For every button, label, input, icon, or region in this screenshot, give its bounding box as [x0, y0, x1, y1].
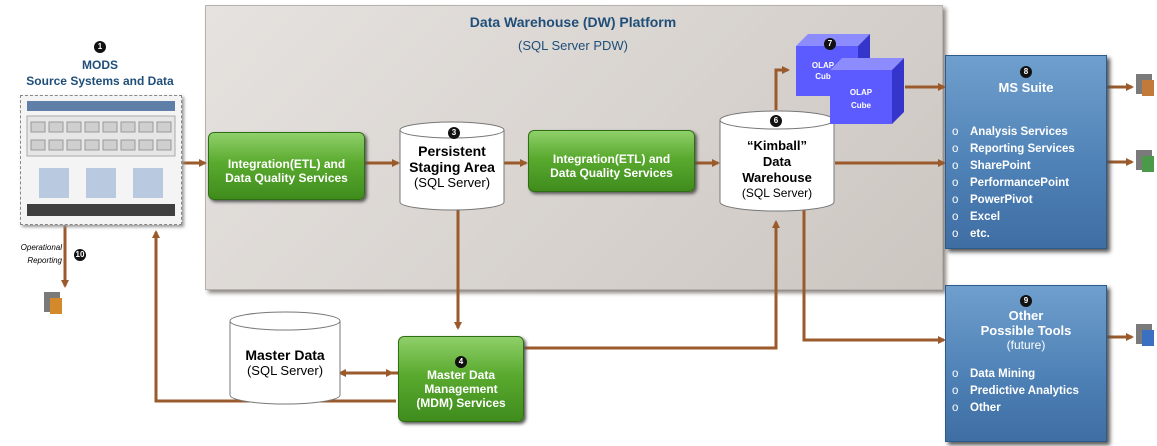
staging-line3: (SQL Server) — [413, 175, 491, 190]
olap-cube-front — [830, 58, 904, 124]
marker-9: 9 — [1020, 295, 1032, 307]
etl2-line1: Integration(ETL) and — [552, 152, 671, 166]
ms-suite-item: Excel — [946, 209, 1106, 226]
warehouse-cylinder — [719, 110, 835, 212]
other-tools-line1: Other — [1008, 308, 1044, 323]
other-tools-line2: Possible Tools — [980, 323, 1072, 338]
mods-system-diagram-icon — [26, 101, 176, 216]
etl1-line1: Integration(ETL) and — [227, 157, 346, 171]
operational-line2: Reporting — [27, 256, 62, 265]
operational-line1: Operational — [20, 243, 62, 252]
ms-suite-title: MS Suite — [998, 80, 1054, 95]
mods-title: MODS — [82, 58, 118, 72]
master-data-cylinder — [229, 311, 341, 405]
etl1-line2: Data Quality Services — [225, 171, 348, 185]
other-tools-list: Data Mining Predictive Analytics Other — [946, 366, 1106, 417]
arrow-warehouse-to-other-tools — [802, 210, 946, 344]
other-tools-line3: (future) — [1006, 338, 1046, 352]
marker-3: 3 — [448, 127, 460, 139]
other-tools-item: Other — [946, 400, 1106, 417]
mods-system-image — [20, 95, 182, 225]
staging-line2: Staging Area — [409, 159, 495, 175]
warehouse-line3: Warehouse — [742, 170, 812, 185]
warehouse-line1: “Kimball” — [747, 138, 807, 153]
report-consumer-icon — [44, 292, 62, 314]
olap-back-label2: Cub — [815, 72, 831, 81]
other-tools-box: 9 Other Possible Tools (future) Data Min… — [945, 285, 1107, 442]
ms-suite-item: PowerPivot — [946, 192, 1106, 209]
master-data-line2: (SQL Server) — [246, 363, 324, 378]
arrow-mdm-to-warehouse — [522, 220, 780, 350]
marker-6: 6 — [770, 115, 782, 127]
marker-4: 4 — [455, 355, 467, 368]
mdm-services: 4 Master Data Management (MDM) Services — [398, 336, 524, 422]
other-tools-item: Data Mining — [946, 366, 1106, 383]
mdm-line1: Master Data — [426, 367, 496, 382]
mdm-line2: Management — [424, 381, 498, 396]
mods-subtitle: Source Systems and Data — [26, 74, 174, 88]
other-tools-consumer-icon — [1136, 324, 1154, 346]
ms-suite-list: Analysis Services Reporting Services Sha… — [946, 124, 1106, 243]
etl-dq-services-1: Integration(ETL) and Data Quality Servic… — [208, 132, 365, 200]
etl-dq-services-2: Integration(ETL) and Data Quality Servic… — [528, 130, 695, 192]
platform-subtitle: (SQL Server PDW) — [517, 38, 629, 53]
olap-front-label1: OLAP — [849, 88, 873, 97]
warehouse-line2: Data — [762, 154, 792, 169]
ms-suite-item: PerformancePoint — [946, 175, 1106, 192]
ms-suite-item: SharePoint — [946, 158, 1106, 175]
master-data-line1: Master Data — [245, 347, 325, 363]
olap-front-label2: Cube — [851, 101, 871, 110]
ms-suite-consumer-icon-1 — [1136, 74, 1154, 96]
ms-suite-item: etc. — [946, 226, 1106, 243]
olap-cubes — [796, 34, 904, 124]
marker-7: 7 — [824, 38, 836, 50]
ms-suite-consumer-icon-2 — [1136, 150, 1154, 172]
ms-suite-item: Analysis Services — [946, 124, 1106, 141]
olap-back-label1: OLAP — [811, 61, 835, 70]
mdm-line3: (MDM) Services — [416, 395, 506, 410]
marker-8: 8 — [1020, 66, 1032, 78]
ms-suite-item: Reporting Services — [946, 141, 1106, 158]
marker-10: 10 — [74, 249, 86, 261]
ms-suite-box: 8 MS Suite Analysis Services Reporting S… — [945, 55, 1107, 249]
marker-1: 1 — [94, 41, 106, 53]
arrow-warehouse-to-olap — [774, 66, 790, 110]
other-tools-item: Predictive Analytics — [946, 383, 1106, 400]
etl2-line2: Data Quality Services — [550, 166, 673, 180]
staging-line1: Persistent — [418, 143, 486, 159]
platform-title: Data Warehouse (DW) Platform — [469, 14, 677, 30]
warehouse-line4: (SQL Server) — [741, 186, 813, 200]
